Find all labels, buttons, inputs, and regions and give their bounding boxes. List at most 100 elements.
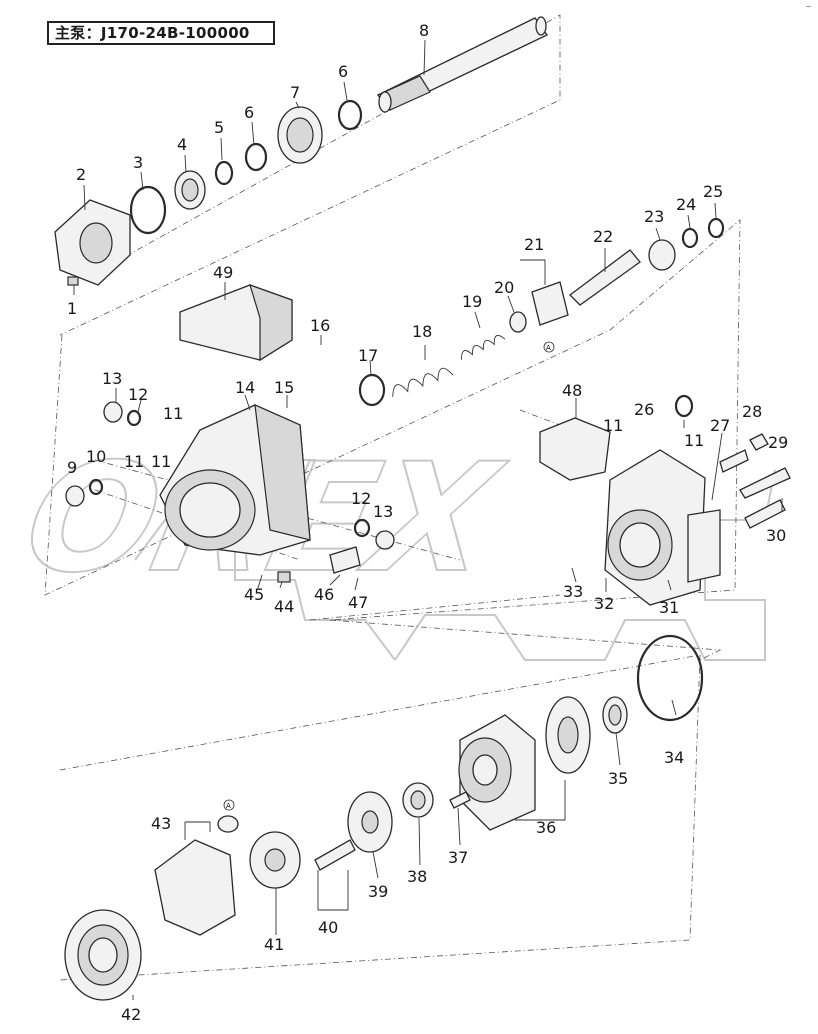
o-ring-12a [126,409,142,427]
snap-ring-6a [337,99,363,131]
callout-8: 8 [419,21,429,40]
callout-11d: 11 [603,416,623,435]
callout-9: 9 [67,458,77,477]
callout-19: 19 [462,292,482,311]
callout-12b: 12 [351,489,371,508]
callout-44: 44 [274,597,294,616]
name-plate-46 [329,546,361,574]
callout-25: 25 [703,182,723,201]
drive-shaft [376,16,548,113]
plug-44 [277,571,291,583]
cradle-42 [64,909,142,1001]
callout-45: 45 [244,585,264,604]
nut-20 [509,311,527,333]
callout-12: 12 [128,385,148,404]
callout-14: 14 [235,378,255,397]
callout-17: 17 [358,346,378,365]
snap-ring-6b [244,142,268,172]
callout-18: 18 [412,322,432,341]
pump-housing [159,404,311,556]
callout-4: 4 [177,135,187,154]
block-21 [531,281,569,326]
page-title: 主泵：J170-24B-100000 [47,21,275,45]
bolt-29 [739,467,791,499]
svg-text:A: A [546,344,551,352]
spring-19 [461,334,506,360]
callout-2: 2 [76,165,86,184]
callout-13: 13 [102,369,122,388]
o-ring-17 [358,373,386,407]
callout-7: 7 [290,83,300,102]
ref-marker-a-1: A [543,341,555,353]
callout-16: 16 [310,316,330,335]
bolt-1 [67,276,79,286]
callout-11c: 11 [151,452,171,471]
plug-9 [65,485,85,507]
callout-28: 28 [742,402,762,421]
callout-20: 20 [494,278,514,297]
corner-mark: ~ [805,2,812,11]
callout-13b: 13 [373,502,393,521]
ref-marker-a-2: A [223,799,235,811]
callout-1: 1 [67,299,77,318]
spring-18 [392,367,454,397]
ring-25 [707,217,725,239]
callout-21: 21 [524,235,544,254]
callout-24: 24 [676,195,696,214]
callout-22: 22 [593,227,613,246]
callout-3: 3 [133,153,143,172]
callout-30: 30 [766,526,786,545]
plug-13a [103,401,123,423]
o-ring-3 [129,185,167,235]
bolt-30 [744,499,786,529]
svg-text:A: A [226,802,231,810]
callout-11: 11 [163,404,183,423]
o-ring-24 [681,227,699,249]
callout-31: 31 [659,598,679,617]
retainer-plate-39 [347,791,393,853]
callout-47: 47 [348,593,368,612]
callout-39: 39 [368,882,388,901]
callout-6a: 6 [244,103,254,122]
nut-28 [749,433,769,451]
solenoid-48 [539,417,611,481]
adjust-screw-22 [569,249,641,306]
o-ring-12b [353,518,371,538]
flange-cover-2 [54,199,131,286]
callout-40: 40 [318,918,338,937]
callout-35: 35 [608,769,628,788]
swash-plate-43 [154,815,239,936]
oil-seal-4 [174,170,206,210]
pin-37 [449,791,471,809]
callout-29: 29 [768,433,788,452]
callout-10: 10 [86,447,106,466]
callout-38: 38 [407,867,427,886]
callout-49: 49 [213,263,233,282]
callout-33: 33 [563,582,583,601]
callout-41: 41 [264,935,284,954]
ball-bearing-7 [277,106,323,164]
plug-23 [648,239,676,271]
callout-27: 27 [710,416,730,435]
o-ring-34 [636,634,704,722]
callout-34: 34 [664,748,684,767]
callout-37: 37 [448,848,468,867]
spherical-bushing-38 [402,782,434,818]
snap-ring-5 [214,160,234,186]
plug-13b [375,530,395,550]
stud-27 [719,449,749,473]
callout-6: 6 [338,62,348,81]
callout-48: 48 [562,381,582,400]
regulator-49 [179,284,293,362]
callout-15: 15 [274,378,294,397]
callout-11b: 11 [124,452,144,471]
cylinder-block-36 [458,714,536,831]
callout-11e: 11 [684,431,704,450]
eye-bolt-26 [674,394,694,418]
callout-5: 5 [214,118,224,137]
shoe-plate-41 [249,831,301,889]
callout-numbers: 1 2 3 4 5 6 7 6 8 49 16 17 18 19 20 21 2… [67,21,788,1024]
callout-42: 42 [121,1005,141,1024]
